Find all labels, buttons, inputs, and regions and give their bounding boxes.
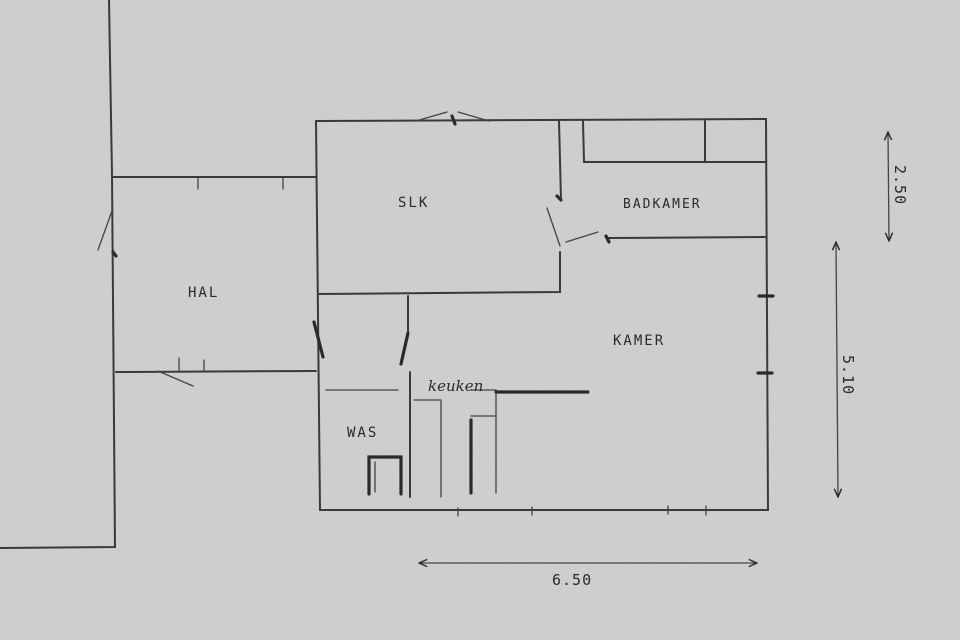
- dimension-bath-depth-label: 2.50: [891, 165, 909, 205]
- label-hal: HAL: [188, 285, 219, 301]
- top-window-right: [457, 111, 490, 122]
- bath-door-swing: [565, 231, 599, 243]
- room-badkamer: [565, 120, 767, 244]
- dimension-bath-depth: 2.50: [888, 133, 909, 240]
- hall-door: [312, 320, 325, 359]
- room-hal: [97, 176, 317, 387]
- label-badkamer: BADKAMER: [623, 197, 702, 212]
- room-slk: [317, 120, 563, 295]
- top-window-left: [415, 111, 448, 122]
- label-was: WAS: [347, 425, 378, 441]
- dimension-width: 6.50: [420, 563, 756, 589]
- entrance-door-swing: [97, 207, 114, 251]
- dimension-width-label: 6.50: [552, 571, 592, 589]
- label-kamer: KAMER: [613, 333, 665, 349]
- dimension-depth: 5.10: [836, 243, 857, 496]
- house-outline: [315, 111, 775, 517]
- room-keuken-was: [325, 295, 590, 498]
- slk-door-swing: [546, 207, 561, 247]
- dimension-depth-label: 5.10: [839, 355, 857, 395]
- hal-door-swing: [157, 370, 194, 387]
- label-slk: SLK: [398, 195, 429, 211]
- neighbor-outline: [0, 0, 117, 549]
- label-keuken: keuken: [428, 377, 483, 395]
